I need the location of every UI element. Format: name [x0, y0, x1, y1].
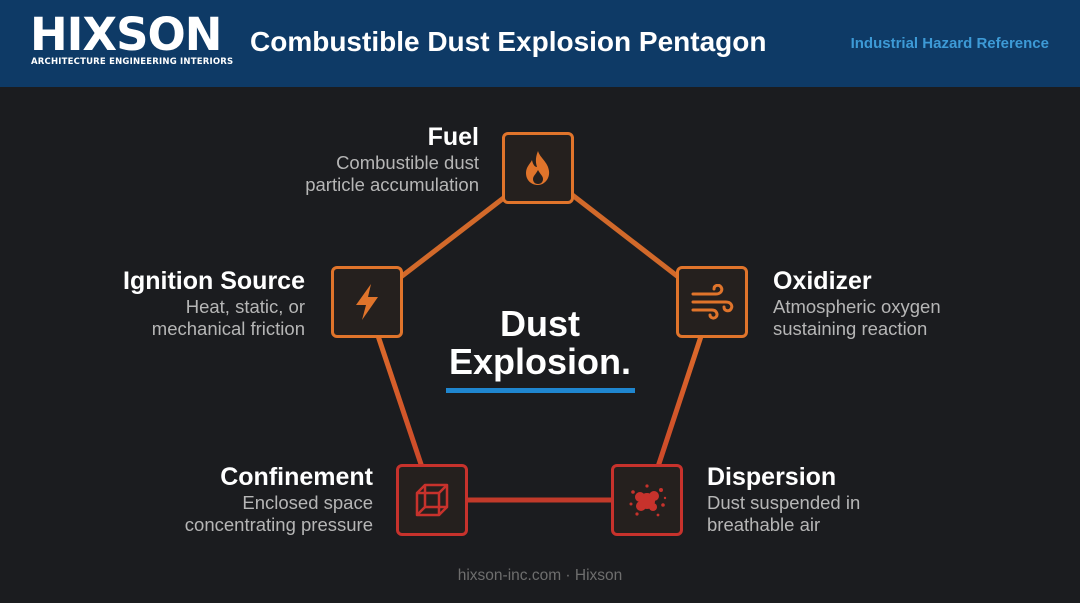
dust-cloud-icon	[629, 484, 667, 517]
ignition-label: Ignition Source Heat, static, or mechani…	[123, 266, 305, 340]
confinement-desc-line1: Enclosed space	[242, 492, 373, 513]
flame-icon	[526, 151, 550, 185]
dispersion-desc-line1: Dust suspended in	[707, 492, 861, 513]
dispersion-label: Dispersion Dust suspended in breathable …	[707, 462, 860, 536]
oxidizer-title: Oxidizer	[773, 267, 872, 295]
ignition-node	[331, 266, 403, 338]
confinement-desc-line2: concentrating pressure	[184, 514, 373, 535]
header-bar: HIXSON ARCHITECTURE ENGINEERING INTERIOR…	[0, 0, 1080, 87]
cube-icon	[415, 483, 449, 517]
ignition-title: Ignition Source	[123, 267, 305, 295]
logo-tagline: ARCHITECTURE ENGINEERING INTERIORS	[31, 57, 234, 67]
page-title: Combustible Dust Explosion Pentagon	[250, 26, 767, 57]
oxidizer-node	[676, 266, 748, 338]
ignition-desc-line2: mechanical friction	[151, 318, 305, 339]
center-underline	[446, 388, 635, 393]
oxidizer-label: Oxidizer Atmospheric oxygen sustaining r…	[773, 266, 941, 340]
lightning-icon	[356, 284, 378, 320]
dispersion-node	[611, 464, 683, 536]
confinement-title: Confinement	[220, 463, 373, 491]
confinement-label: Confinement Enclosed space concentrating…	[185, 462, 373, 536]
oxidizer-desc-line1: Atmospheric oxygen	[773, 296, 941, 317]
confinement-node	[396, 464, 468, 536]
footer-text: hixson-inc.com · Hixson	[457, 567, 623, 584]
reference-label: Industrial Hazard Reference	[850, 35, 1049, 52]
oxidizer-desc-line2: sustaining reaction	[773, 318, 928, 339]
center-title-line2: Explosion.	[448, 341, 632, 382]
logo-wordmark: HIXSON	[30, 8, 222, 61]
center-title: Dust Explosion.	[400, 305, 680, 381]
fuel-title: Fuel	[427, 123, 479, 151]
wind-icon	[691, 284, 734, 320]
dispersion-desc-line2: breathable air	[707, 514, 821, 535]
dispersion-title: Dispersion	[707, 463, 837, 491]
ignition-desc-line1: Heat, static, or	[185, 296, 305, 317]
center-title-line1: Dust	[500, 303, 580, 344]
fuel-node	[502, 132, 574, 204]
fuel-desc-line1: Combustible dust	[336, 152, 479, 173]
fuel-desc-line2: particle accumulation	[305, 174, 479, 195]
fuel-label: Fuel Combustible dust particle accumulat…	[305, 122, 479, 196]
